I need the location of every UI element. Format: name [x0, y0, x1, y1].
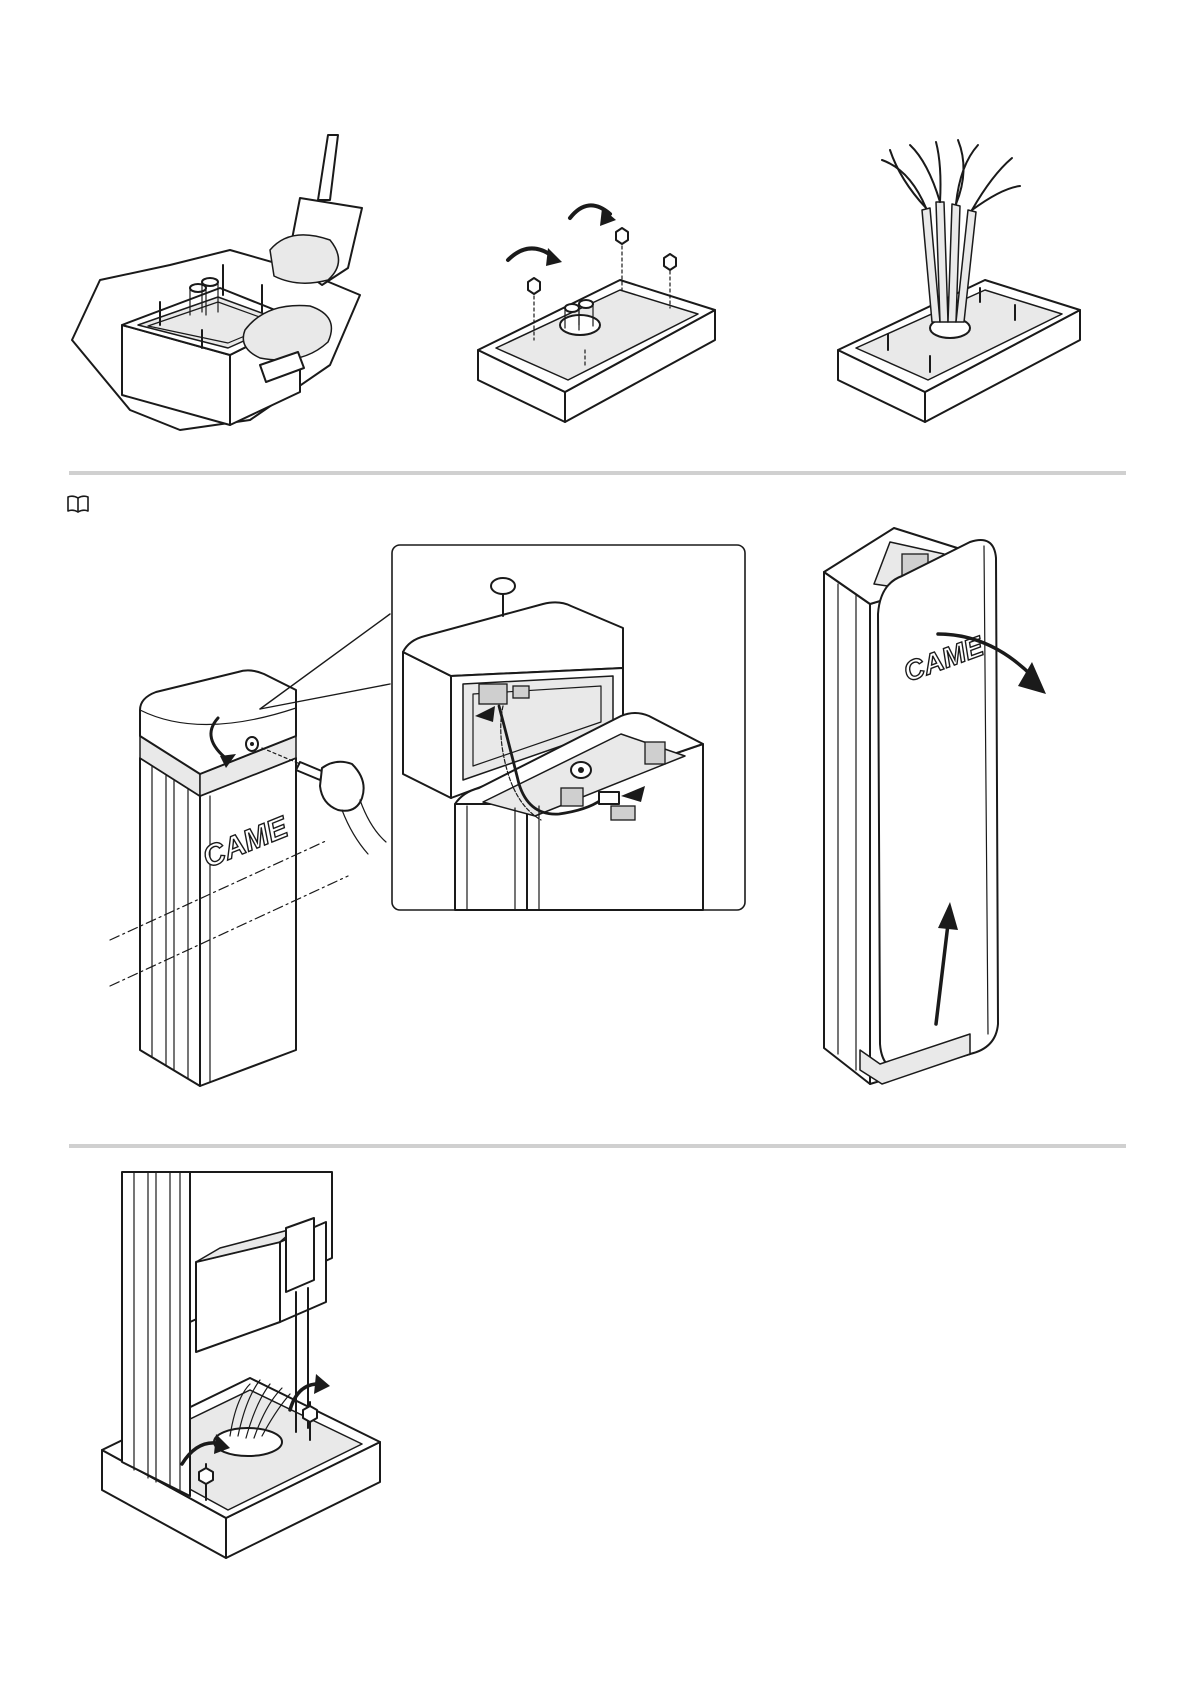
figure-cables-through-plate: [830, 140, 1090, 430]
section-divider-top: [69, 471, 1126, 475]
figure-wiring-detail: [391, 544, 746, 911]
figure-casing-panel-removal: CAME: [820, 524, 1070, 1090]
section-divider-bottom: [69, 1144, 1126, 1148]
figure-foundation-anchoring: [60, 130, 390, 430]
figure-anchor-plate-nuts: [470, 190, 720, 430]
callout-leader: [260, 614, 400, 714]
figure-cover-removal: CAME: [100, 668, 400, 1098]
book-icon: [66, 494, 90, 514]
figure-cabinet-fixing: [100, 1172, 390, 1562]
